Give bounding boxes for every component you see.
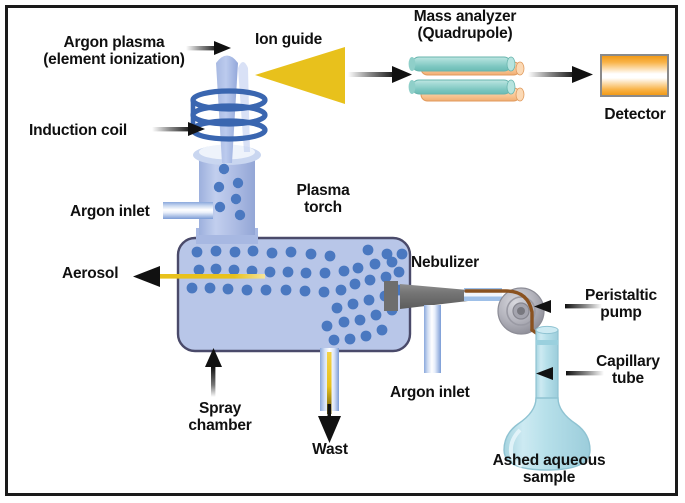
label-argon-plasma: Argon plasma (element ionization): [43, 34, 185, 69]
quadrupole-mass-analyzer: [408, 56, 525, 102]
label-nebulizer: Nebulizer: [411, 254, 479, 271]
waste-outlet: [318, 348, 341, 443]
detector: [600, 54, 669, 97]
pointer-peristaltic-pump: [534, 300, 602, 313]
label-aerosol: Aerosol: [62, 265, 119, 282]
aerosol-outlet: [133, 266, 265, 287]
arrow-quadrupole-to-detector: [528, 66, 593, 83]
nebulizer: [384, 281, 502, 311]
ion-guide: [255, 47, 345, 104]
torch-droplets: [213, 163, 246, 221]
argon-inlet-bottom-tube: [424, 305, 441, 373]
pointer-spray-chamber: [205, 348, 222, 397]
pointer-induction-coil: [152, 122, 205, 136]
label-argon-inlet-bottom: Argon inlet: [390, 384, 470, 401]
label-ion-guide: Ion guide: [255, 31, 323, 48]
label-plasma-torch: Plasma torch: [296, 182, 350, 217]
label-mass-analyzer: Mass analyzer (Quadrupole): [413, 8, 517, 43]
label-spray-chamber: Spray chamber: [188, 400, 252, 435]
label-induction-coil: Induction coil: [29, 122, 127, 139]
label-sample-flask: Ashed aqueous sample: [492, 452, 606, 487]
quadrupole-rod-front-upper: [408, 56, 516, 72]
label-capillary-tube: Capillary tube: [596, 353, 660, 388]
label-peristaltic-pump: Peristaltic pump: [585, 287, 657, 322]
argon-inlet-top-tube: [163, 202, 213, 219]
spray-chamber: [176, 236, 412, 353]
pointer-capillary-tube: [536, 367, 604, 380]
peristaltic-pump: [497, 287, 545, 335]
pointer-argon-plasma: [186, 41, 231, 55]
sample-flask: [503, 325, 591, 471]
arrow-ionguide-to-quadrupole: [348, 66, 412, 83]
quadrupole-rod-front-lower: [408, 79, 516, 95]
label-waste: Wast: [312, 441, 348, 458]
label-detector: Detector: [604, 106, 666, 123]
label-argon-inlet-top: Argon inlet: [70, 203, 150, 220]
